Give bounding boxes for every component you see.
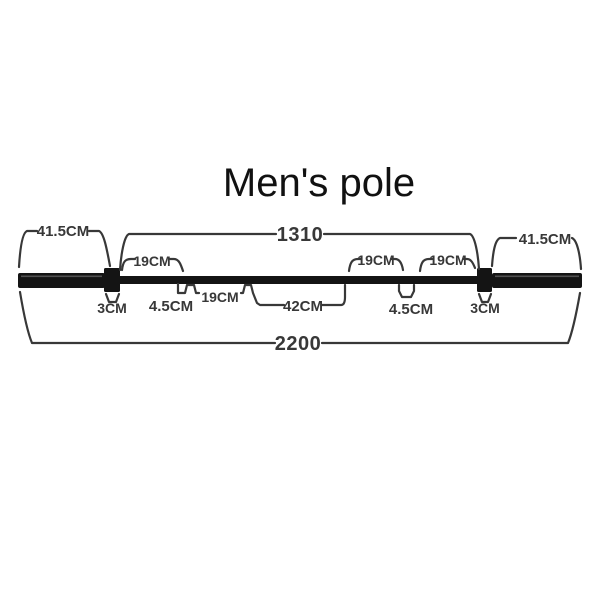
- dim-label-center-section: 42CM: [283, 298, 323, 315]
- dim-label-knurl-right-outer: 19CM: [429, 252, 466, 268]
- barbell-drawing: [18, 268, 582, 292]
- collar-right-mark: [477, 292, 493, 304]
- dim-label-knurl-right-inner: 19CM: [357, 252, 394, 268]
- chain-left-knurl: [176, 282, 201, 295]
- dim-line-total: [18, 290, 582, 345]
- dim-label-left-collar: 3CM: [97, 300, 127, 316]
- left-sleeve-highlight: [21, 275, 102, 278]
- ring-right-mark: [397, 283, 416, 299]
- dim-label-knurl-left-inner: 19CM: [201, 289, 238, 305]
- bracket-knurl-left-outer: [120, 257, 185, 273]
- dim-label-right-sleeve: 41.5CM: [519, 231, 572, 248]
- dim-label-total-length: 2200: [275, 333, 322, 355]
- bracket-knurl-right-inner: [347, 257, 405, 273]
- right-sleeve-highlight: [495, 275, 579, 278]
- collar-left-mark: [104, 292, 121, 304]
- dim-line-left-sleeve: [17, 229, 112, 269]
- dimension-labels: 41.5CM 1310 41.5CM 2200 19CM 19CM 19CM 1…: [37, 223, 572, 355]
- dim-label-left-sleeve: 41.5CM: [37, 223, 90, 240]
- barbell-right-collar: [477, 268, 492, 292]
- dim-line-right-sleeve: [490, 236, 583, 271]
- dimension-lines: [17, 229, 583, 345]
- dim-line-shaft: [118, 232, 481, 272]
- bracket-knurl-right-outer: [418, 257, 477, 273]
- chain-center-right: [320, 283, 347, 307]
- chain-center-left: [239, 283, 286, 307]
- dim-label-right-collar: 3CM: [470, 300, 500, 316]
- barbell-right-sleeve: [492, 273, 582, 288]
- page-title: Men's pole: [223, 161, 415, 205]
- barbell-shaft: [120, 276, 478, 284]
- barbell-left-sleeve: [18, 273, 105, 288]
- dim-label-shaft-length: 1310: [277, 224, 324, 246]
- barbell-left-collar: [104, 268, 120, 292]
- dim-label-right-ring: 4.5CM: [389, 301, 433, 318]
- dim-label-left-ring: 4.5CM: [149, 298, 193, 315]
- dim-label-knurl-left-outer: 19CM: [133, 253, 170, 269]
